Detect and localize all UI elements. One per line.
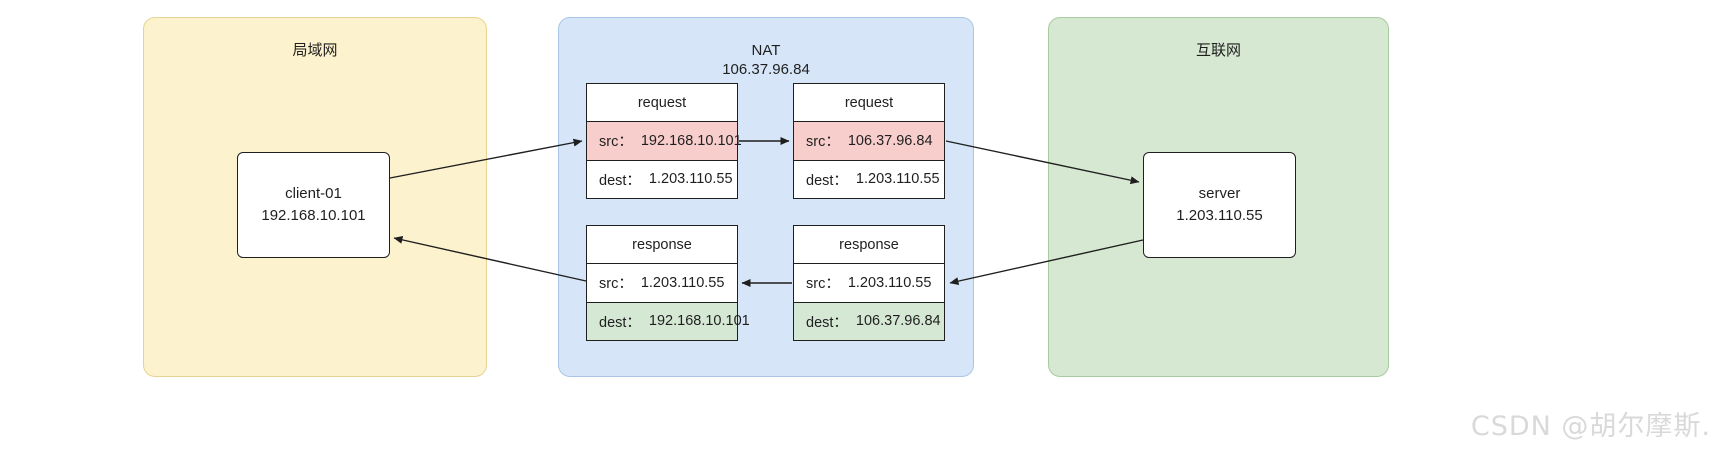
node-server-ip: 1.203.110.55 [1176, 207, 1263, 224]
packet-src-row: src： 1.203.110.55 [587, 264, 737, 303]
packet-request-outbound[interactable]: request src： 106.37.96.84 dest： 1.203.11… [793, 83, 945, 199]
packet-dest-value: 192.168.10.101 [648, 313, 750, 330]
packet-dest-row: dest： 1.203.110.55 [794, 161, 944, 198]
packet-response-inbound[interactable]: response src： 1.203.110.55 dest： 192.168… [586, 225, 750, 341]
packet-title: response [794, 226, 944, 265]
packet-src-value: 1.203.110.55 [640, 274, 725, 291]
packet-title: response [587, 226, 737, 265]
packet-dest-value: 106.37.96.84 [855, 313, 941, 330]
packet-src-row: src： 106.37.96.84 [794, 122, 944, 161]
packet-src-row: src： 1.203.110.55 [794, 264, 944, 303]
packet-src-row: src： 192.168.10.101 [587, 122, 742, 161]
node-server-name: server [1198, 185, 1241, 203]
packet-dest-value: 1.203.110.55 [648, 171, 733, 188]
packet-src-value: 106.37.96.84 [847, 132, 933, 149]
node-client-ip: 192.168.10.101 [261, 207, 366, 224]
packet-dest-label: dest： [806, 172, 848, 189]
packet-src-label: src： [599, 276, 633, 293]
packet-src-label: src： [599, 134, 633, 151]
node-server[interactable]: server 1.203.110.55 [1143, 152, 1296, 258]
node-client-name: client-01 [285, 185, 342, 203]
packet-dest-value: 1.203.110.55 [855, 171, 940, 188]
packet-src-value: 1.203.110.55 [847, 274, 932, 291]
packet-request-inbound[interactable]: request src： 192.168.10.101 dest： 1.203.… [586, 83, 742, 199]
packet-response-outbound[interactable]: response src： 1.203.110.55 dest： 106.37.… [793, 225, 945, 341]
zone-lan-title: 局域网 [292, 42, 338, 59]
watermark-text: CSDN @胡尔摩斯. [1470, 411, 1711, 442]
packet-dest-row: dest： 192.168.10.101 [587, 302, 750, 340]
packet-dest-row: dest： 106.37.96.84 [794, 302, 944, 340]
packet-src-value: 192.168.10.101 [640, 132, 742, 149]
packet-dest-label: dest： [806, 314, 848, 331]
packet-title: request [587, 84, 737, 123]
zone-nat-title: NAT 106.37.96.84 [722, 42, 810, 78]
node-client-01[interactable]: client-01 192.168.10.101 [237, 152, 390, 258]
packet-dest-label: dest： [599, 314, 641, 331]
packet-dest-label: dest： [599, 172, 641, 189]
zone-internet-title: 互联网 [1195, 42, 1241, 59]
packet-dest-row: dest： 1.203.110.55 [587, 161, 737, 198]
packet-title: request [794, 84, 944, 123]
packet-src-label: src： [806, 276, 840, 293]
packet-src-label: src： [806, 134, 840, 151]
